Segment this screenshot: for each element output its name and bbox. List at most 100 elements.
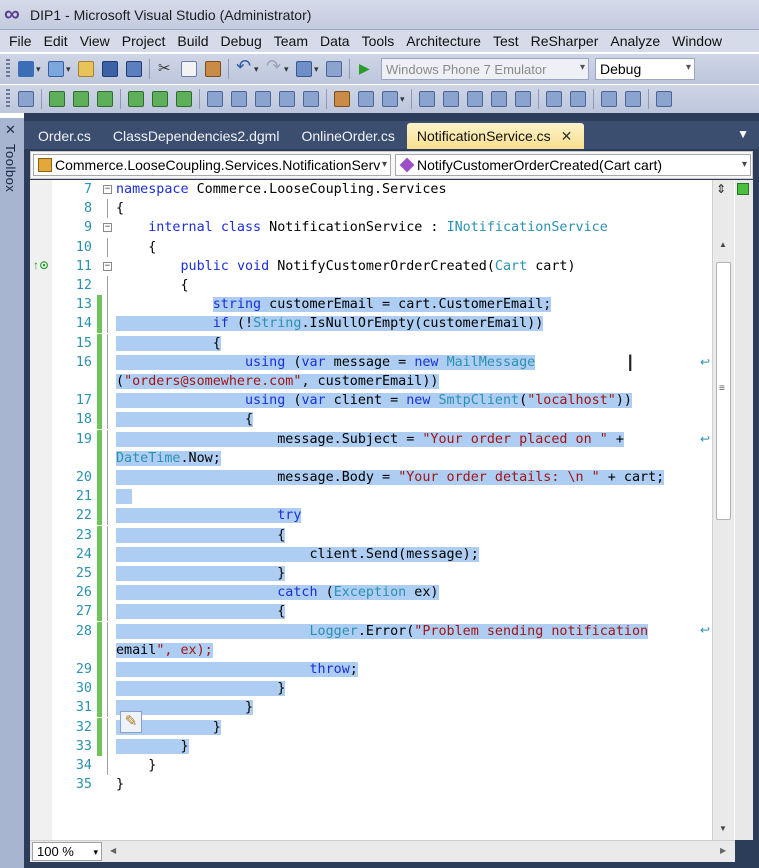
- list-icon[interactable]: [601, 91, 617, 107]
- code-line[interactable]: 26 catch (Exception ex): [30, 583, 735, 603]
- tab-class-dependencies[interactable]: ClassDependencies2.dgml: [103, 123, 292, 149]
- add-item-icon[interactable]: [48, 61, 64, 77]
- align-right-icon[interactable]: [570, 91, 586, 107]
- wrap-icon[interactable]: [625, 91, 641, 107]
- find-in-files-icon[interactable]: [419, 91, 435, 107]
- open-file-icon[interactable]: [78, 61, 94, 77]
- menu-architecture[interactable]: Architecture: [406, 33, 481, 49]
- code-line[interactable]: 9− internal class NotificationService : …: [30, 218, 735, 237]
- deployment-target-select[interactable]: Windows Phone 7 Emulator ▾: [381, 58, 589, 80]
- tab-online-order[interactable]: OnlineOrder.cs: [291, 123, 406, 149]
- code-text[interactable]: using (var client = new SmtpClient("loca…: [116, 391, 632, 410]
- code-text[interactable]: if (!String.IsNullOrEmpty(customerEmail)…: [116, 314, 544, 333]
- code-line[interactable]: 30 }: [30, 679, 735, 699]
- code-line[interactable]: DateTime.Now;: [30, 448, 735, 468]
- menu-test[interactable]: Test: [492, 33, 519, 49]
- increase-indent-icon[interactable]: [279, 91, 295, 107]
- code-text[interactable]: internal class NotificationService : INo…: [148, 220, 608, 236]
- active-files-dropdown-icon[interactable]: ▼: [737, 127, 749, 141]
- scroll-down-icon[interactable]: ▼: [719, 824, 727, 833]
- code-text[interactable]: }: [116, 698, 254, 717]
- uncomment-icon[interactable]: [231, 91, 247, 107]
- tab-order-cs[interactable]: Order.cs: [28, 123, 103, 149]
- code-text[interactable]: DateTime.Now;: [116, 450, 221, 466]
- code-text[interactable]: {: [116, 410, 254, 429]
- code-text[interactable]: catch (Exception ex): [116, 583, 439, 602]
- code-line[interactable]: 31 }: [30, 698, 735, 718]
- code-line[interactable]: 33 }: [30, 736, 735, 756]
- code-line[interactable]: 23 {: [30, 525, 735, 545]
- pin-icon[interactable]: ✕: [5, 122, 16, 137]
- scroll-up-icon[interactable]: ▲: [719, 240, 727, 249]
- chevron-down-icon[interactable]: ▾: [36, 63, 41, 74]
- members-select[interactable]: NotifyCustomerOrderCreated(Cart cart) ▾: [395, 154, 751, 176]
- new-project-icon[interactable]: [18, 61, 34, 77]
- code-editor[interactable]: ↑⊙ 7−namespace Commerce.LooseCoupling.Se…: [30, 180, 735, 840]
- code-line[interactable]: 22 try: [30, 506, 735, 526]
- menu-resharper[interactable]: ReSharper: [530, 33, 599, 49]
- code-text[interactable]: {: [116, 278, 189, 293]
- align-left-icon[interactable]: [546, 91, 562, 107]
- start-debugging-icon[interactable]: [357, 60, 373, 77]
- code-line[interactable]: 35}: [30, 775, 735, 794]
- code-line[interactable]: 10 {: [30, 237, 735, 257]
- code-text[interactable]: public void NotifyCustomerOrderCreated(C…: [180, 258, 576, 274]
- tab-notification-service[interactable]: NotificationService.cs ✕: [406, 123, 585, 149]
- code-text[interactable]: try: [116, 506, 302, 525]
- vertical-scrollbar[interactable]: ⇕ ▲ ≡ ▼: [712, 180, 734, 840]
- collapse-outline-icon[interactable]: −: [103, 260, 112, 271]
- zoom-select[interactable]: 100 % ▾: [32, 842, 102, 861]
- previous-bookmark-icon[interactable]: [152, 91, 168, 107]
- code-text[interactable]: {: [116, 201, 125, 217]
- collapse-outline-icon[interactable]: −: [103, 222, 112, 233]
- scroll-thumb[interactable]: [716, 262, 731, 520]
- code-text[interactable]: namespace Commerce.LooseCoupling.Service…: [116, 182, 447, 197]
- copy-icon[interactable]: [181, 61, 197, 77]
- navigate-backward-icon[interactable]: [296, 61, 312, 77]
- toolbar-grip[interactable]: [6, 59, 10, 79]
- toolbox-rail[interactable]: ✕ Toolbox: [0, 118, 24, 868]
- code-line[interactable]: 14 if (!String.IsNullOrEmpty(customerEma…: [30, 314, 735, 334]
- code-text[interactable]: }: [116, 777, 125, 793]
- toggle-bookmark-icon[interactable]: [303, 91, 319, 107]
- properties-icon[interactable]: [467, 91, 483, 107]
- code-text[interactable]: }: [116, 758, 157, 773]
- code-text[interactable]: throw;: [116, 660, 358, 679]
- code-line[interactable]: 19 message.Subject = "Your order placed …: [30, 429, 735, 449]
- redo-icon[interactable]: [266, 56, 282, 77]
- toolbox-tab[interactable]: Toolbox: [3, 144, 18, 193]
- toolbar-grip[interactable]: [6, 89, 10, 109]
- menu-data[interactable]: Data: [320, 33, 350, 49]
- chevron-down-icon[interactable]: ▾: [400, 93, 405, 104]
- code-text[interactable]: client.Send(message);: [116, 545, 479, 564]
- code-line[interactable]: ("orders@somewhere.com", customerEmail)): [30, 372, 735, 391]
- splitter-icon[interactable]: ⇕: [716, 182, 727, 196]
- menu-tools[interactable]: Tools: [361, 33, 395, 49]
- step-into-icon[interactable]: [49, 91, 65, 107]
- code-text[interactable]: [116, 487, 133, 506]
- smart-tag-pencil-icon[interactable]: ✎: [120, 711, 142, 733]
- code-line[interactable]: 18 {: [30, 410, 735, 430]
- menu-debug[interactable]: Debug: [220, 33, 262, 49]
- save-icon[interactable]: [102, 61, 118, 77]
- step-over-icon[interactable]: [73, 91, 89, 107]
- code-line[interactable]: email", ex);: [30, 640, 735, 660]
- menu-build[interactable]: Build: [177, 33, 209, 49]
- code-line[interactable]: 21: [30, 487, 735, 507]
- code-line[interactable]: 7−namespace Commerce.LooseCoupling.Servi…: [30, 180, 735, 199]
- code-line[interactable]: 34 }: [30, 756, 735, 775]
- object-browser-icon[interactable]: [491, 91, 507, 107]
- cut-icon[interactable]: [157, 59, 173, 77]
- close-icon[interactable]: ✕: [560, 128, 573, 144]
- menu-analyze[interactable]: Analyze: [610, 33, 661, 49]
- code-text[interactable]: Logger.Error("Problem sending notificati…: [116, 622, 649, 641]
- menu-team[interactable]: Team: [273, 33, 308, 49]
- format-document-icon[interactable]: [358, 91, 374, 107]
- collapse-outline-icon[interactable]: −: [103, 184, 112, 194]
- chevron-down-icon[interactable]: ▾: [314, 63, 319, 74]
- code-text[interactable]: ("orders@somewhere.com", customerEmail)): [116, 374, 439, 389]
- menu-edit[interactable]: Edit: [43, 33, 68, 49]
- code-text[interactable]: {: [116, 239, 157, 255]
- code-text[interactable]: {: [116, 526, 286, 545]
- code-text[interactable]: {: [116, 602, 286, 621]
